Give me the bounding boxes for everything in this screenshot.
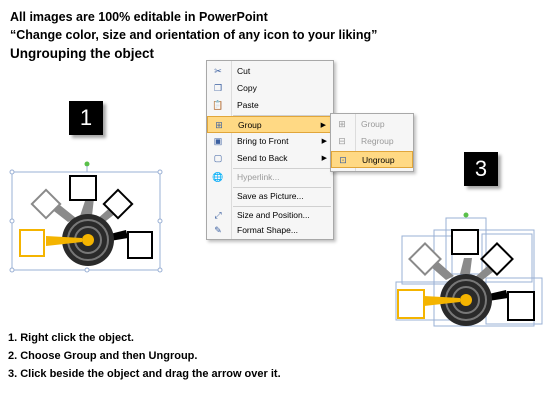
menu-item-hyperlink[interactable]: 🌐Hyperlink...	[212, 172, 280, 182]
menu-item-size-and-position[interactable]: ⤢Size and Position...	[207, 207, 333, 224]
copy-icon: ❐	[213, 83, 223, 93]
regroup-icon: ⊟	[338, 136, 346, 146]
submenu-item-group[interactable]: ⊞Group	[331, 116, 413, 133]
header-line-2: “Change color, size and orientation of a…	[10, 28, 378, 42]
menu-item-send-to-back[interactable]: ▢Send to Back▶	[207, 150, 333, 167]
submenu-arrow-icon: ▶	[320, 122, 326, 129]
menu-item-copy[interactable]: ❐Copy	[213, 83, 257, 93]
send-to-back-icon: ▢	[213, 153, 223, 163]
menu-item-group[interactable]: ⊞Group▶	[207, 116, 333, 133]
size-position-icon: ⤢	[214, 210, 222, 220]
submenu-item-ungroup[interactable]: ⊡Ungroup	[331, 151, 413, 168]
instruction-3: 3. Click beside the object and drag the …	[8, 368, 281, 380]
paste-icon: 📋	[212, 100, 224, 110]
selection-handles[interactable]	[9, 169, 163, 273]
menu-item-format-shape[interactable]: ✎Format Shape...	[207, 222, 333, 239]
submenu-arrow-icon: ▶	[321, 155, 327, 162]
scissors-icon: ✂	[214, 66, 222, 76]
menu-item-cut[interactable]: ✂Cut	[207, 63, 333, 80]
group-submenu: ⊞Group ⊟Regroup ⊡Ungroup	[330, 113, 414, 172]
menu-item-paste[interactable]: 📋Paste	[212, 100, 259, 110]
section-title: Ungrouping the object	[10, 46, 154, 61]
ungrouped-object-diagram[interactable]	[390, 212, 550, 332]
grouped-object-diagram[interactable]	[9, 160, 170, 280]
submenu-arrow-icon: ▶	[321, 138, 327, 145]
instruction-1: 1. Right click the object.	[8, 332, 134, 344]
menu-item-bring-to-front[interactable]: ▣Bring to Front▶	[207, 133, 333, 150]
group-icon: ⊞	[215, 120, 223, 130]
step-badge-3: 3	[464, 152, 498, 186]
rotate-handle[interactable]	[84, 161, 90, 167]
context-menu: ✂Cut ❐Copy 📋Paste ⊞Group▶ ▣Bring to Fron…	[206, 60, 334, 240]
group-icon: ⊞	[338, 119, 346, 129]
step-badge-1: 1	[69, 101, 103, 135]
format-shape-icon: ✎	[214, 225, 222, 235]
instruction-2: 2. Choose Group and then Ungroup.	[8, 350, 198, 362]
menu-item-save-as-picture[interactable]: Save as Picture...	[237, 191, 304, 201]
header-line-1: All images are 100% editable in PowerPoi…	[10, 10, 268, 24]
rotate-handle[interactable]	[463, 212, 469, 218]
bring-to-front-icon: ▣	[213, 136, 223, 146]
submenu-item-regroup[interactable]: ⊟Regroup	[331, 133, 413, 150]
ungroup-icon: ⊡	[339, 155, 347, 165]
hyperlink-icon: 🌐	[212, 172, 224, 182]
